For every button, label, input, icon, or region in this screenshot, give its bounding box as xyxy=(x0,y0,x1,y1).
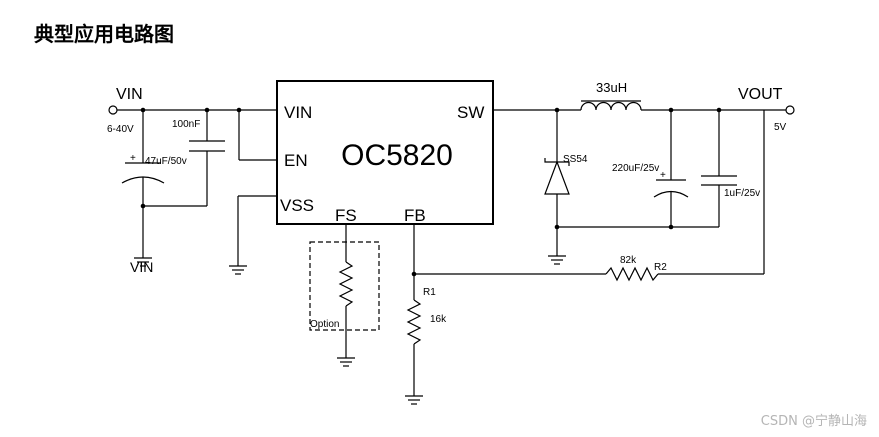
r1-ref-label: R1 xyxy=(423,287,436,298)
option-label: Option xyxy=(310,319,339,330)
page-title: 典型应用电路图 xyxy=(34,22,174,46)
vin-label: VIN xyxy=(116,86,143,103)
option-box xyxy=(309,241,380,331)
chip-body xyxy=(276,80,494,225)
resistor-r1 xyxy=(406,299,422,345)
cap-1uf-label: 1uF/25v xyxy=(724,188,760,199)
resistor-r2 xyxy=(605,266,659,282)
vin-range-label: 6-40V xyxy=(107,124,134,135)
vin-terminal xyxy=(108,105,118,115)
diode-symbol xyxy=(544,160,570,195)
junction-dot xyxy=(668,224,674,230)
vout-terminal xyxy=(785,105,795,115)
watermark: CSDN @宁静山海 xyxy=(760,414,867,429)
pin-sw-label: SW xyxy=(457,103,484,122)
pin-fb-label: FB xyxy=(404,206,426,225)
r1-value-label: 16k xyxy=(430,314,447,325)
cap-47uf-label: 47uF/50v xyxy=(145,156,187,167)
r2-ref-label: R2 xyxy=(654,262,667,273)
pin-vin-label: VIN xyxy=(284,103,312,122)
resistor-fs xyxy=(338,261,354,307)
cap-220uf-label: 220uF/25v xyxy=(612,163,659,174)
chip-name: OC5820 xyxy=(341,139,453,172)
vin-ground-label: VIN xyxy=(130,259,153,275)
pin-vss-label: VSS xyxy=(280,196,314,215)
cap-220uf-plus: + xyxy=(660,170,666,181)
inductor-label: 33uH xyxy=(596,80,627,95)
pin-en-label: EN xyxy=(284,151,308,170)
vout-voltage-label: 5V xyxy=(774,122,787,133)
pin-fs-label: FS xyxy=(335,206,357,225)
cap-47uf-plus: + xyxy=(130,153,136,164)
diode-label: SS54 xyxy=(563,154,588,165)
inductor xyxy=(580,101,642,111)
vout-label: VOUT xyxy=(738,86,783,103)
r2-value-label: 82k xyxy=(620,255,637,266)
cap-100nf-label: 100nF xyxy=(172,119,200,130)
